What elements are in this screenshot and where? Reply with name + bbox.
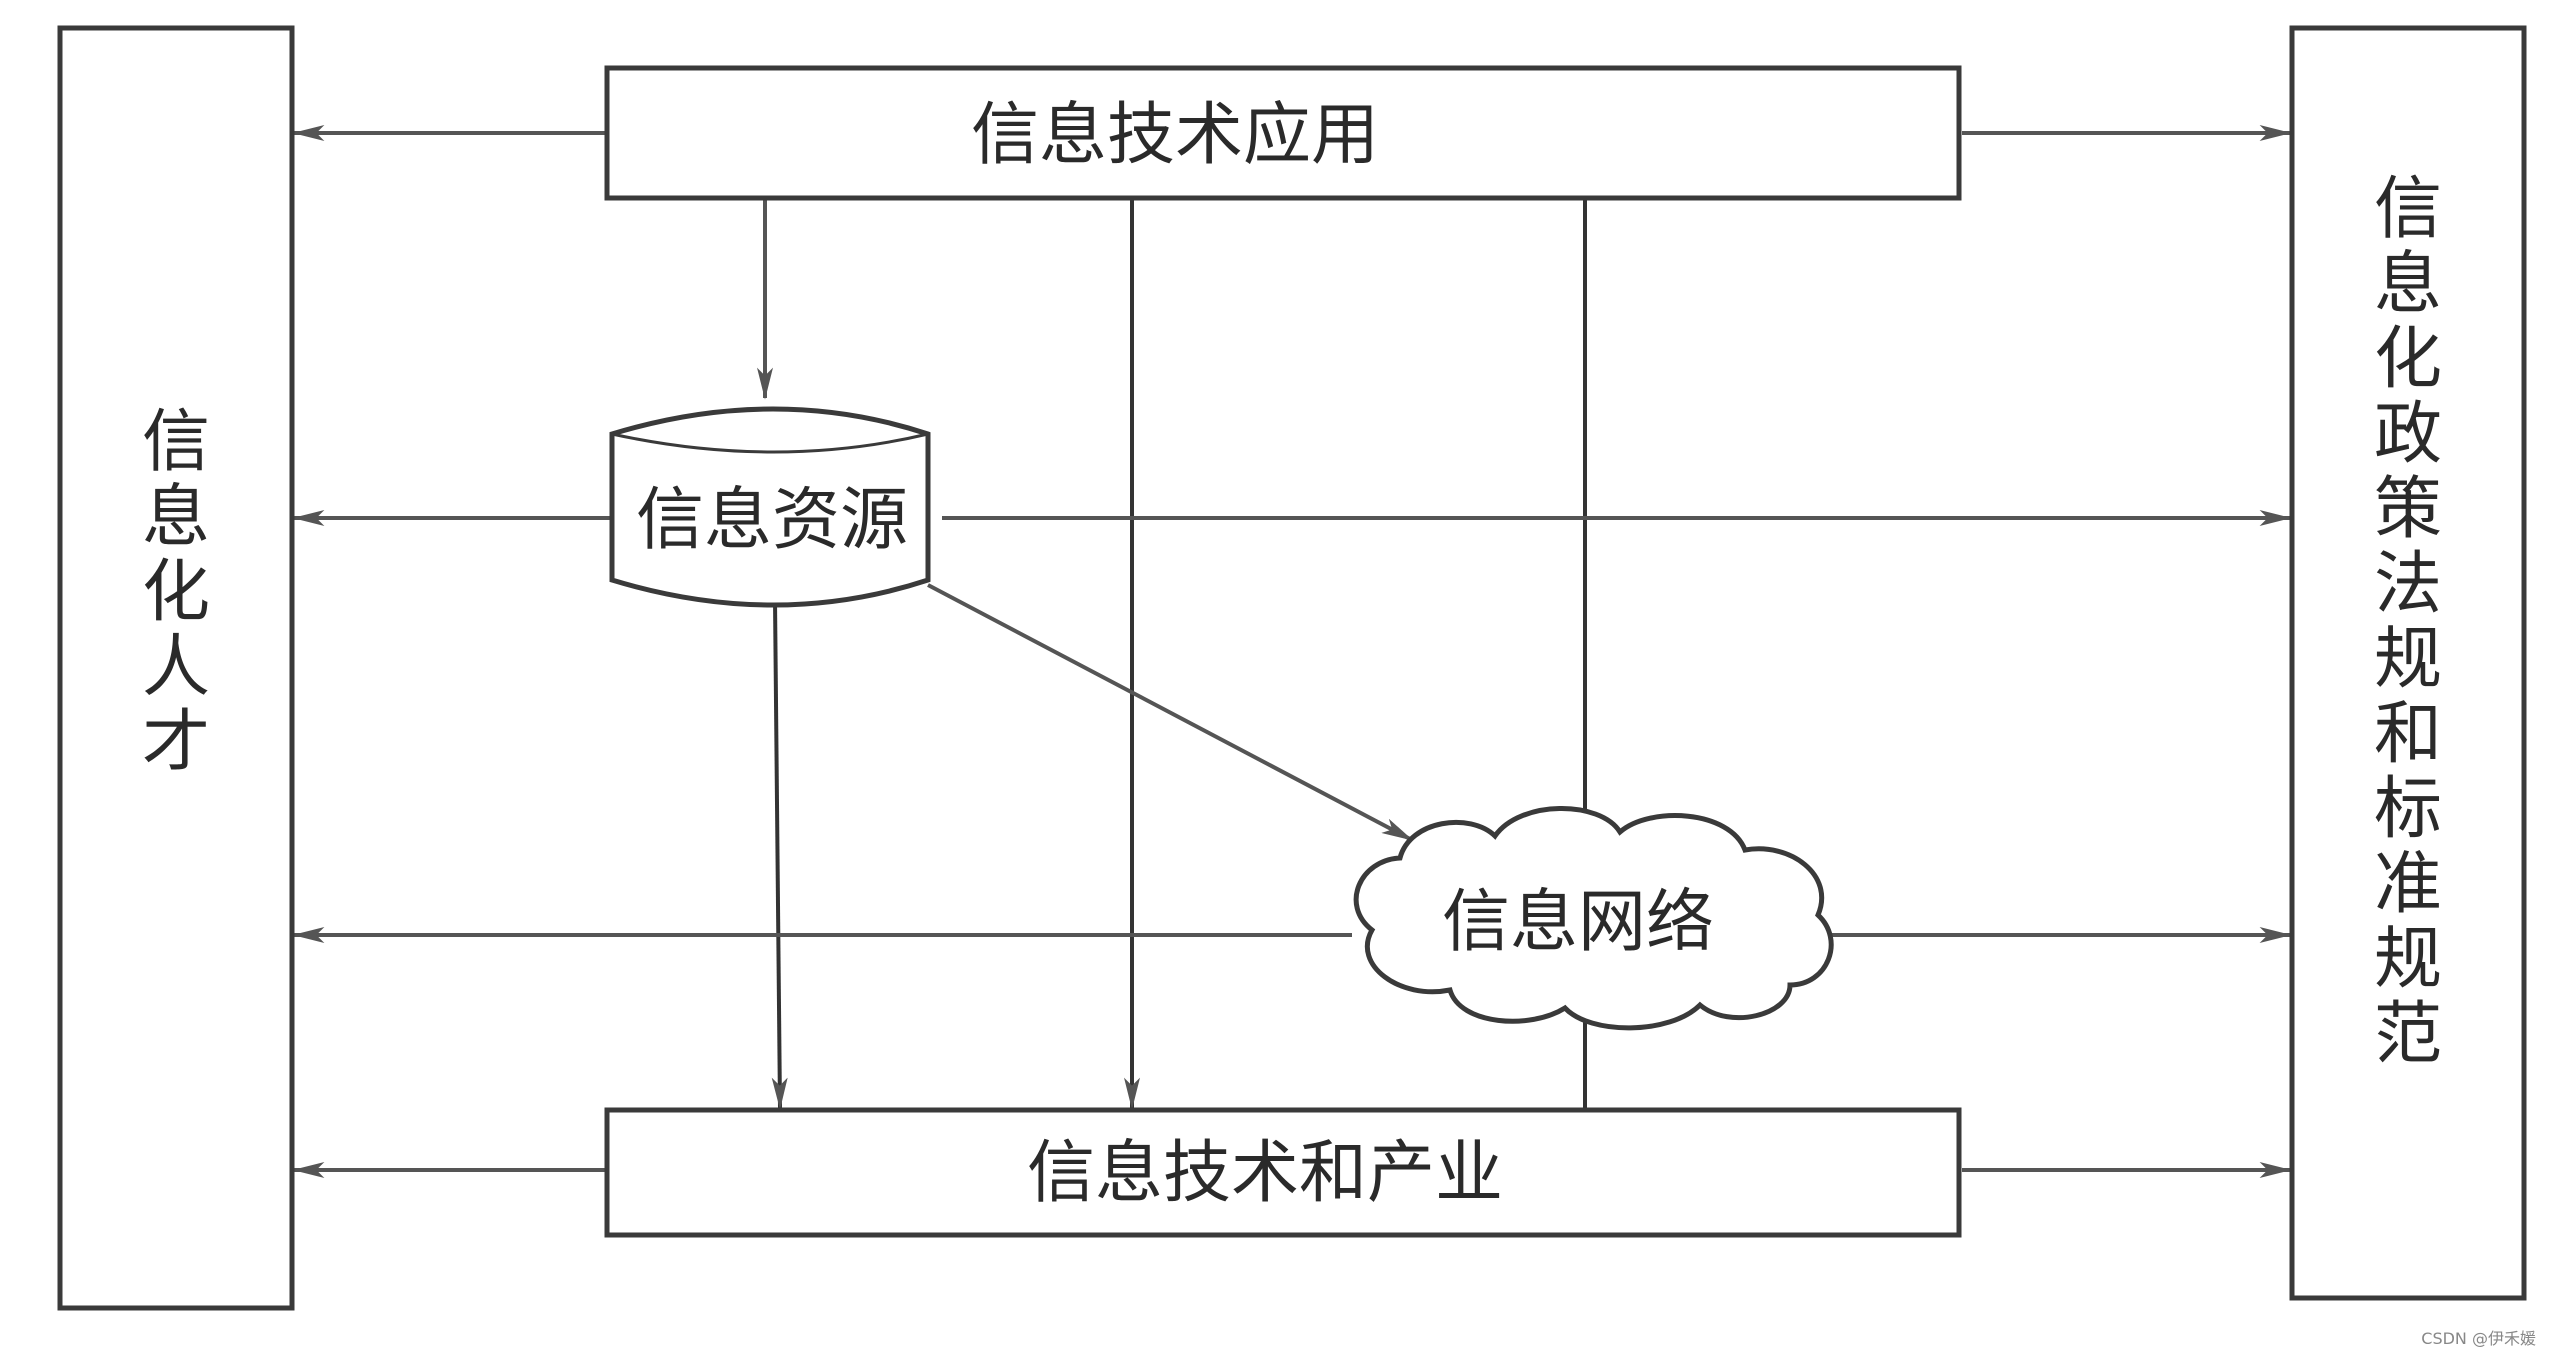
node-info-resource: 信息资源 (609, 406, 931, 608)
node-policy: 信息化政策法规和标准规范 (2289, 25, 2527, 1301)
node-it-industry-label: 信息技术和产业 (1027, 1134, 1503, 1213)
node-talent: 信息化人才 (57, 25, 295, 1311)
node-it-industry: 信息技术和产业 (604, 1107, 1962, 1238)
node-info-network: 信息网络 (1353, 806, 1834, 1031)
node-info-resource-label: 信息资源 (636, 481, 908, 560)
node-it-application-label: 信息技术应用 (971, 96, 1379, 175)
node-info-network-label: 信息网络 (1442, 883, 1714, 962)
watermark: CSDN @伊禾媛 (2421, 1329, 2536, 1348)
node-it-application: 信息技术应用 (604, 65, 1962, 201)
node-talent-label: 信息化人才 (142, 403, 210, 782)
edge-resource-to-bottom (771, 599, 788, 1110)
edge-resource-to-network (927, 583, 1414, 842)
node-policy-label: 信息化政策法规和标准规范 (2374, 170, 2442, 1074)
